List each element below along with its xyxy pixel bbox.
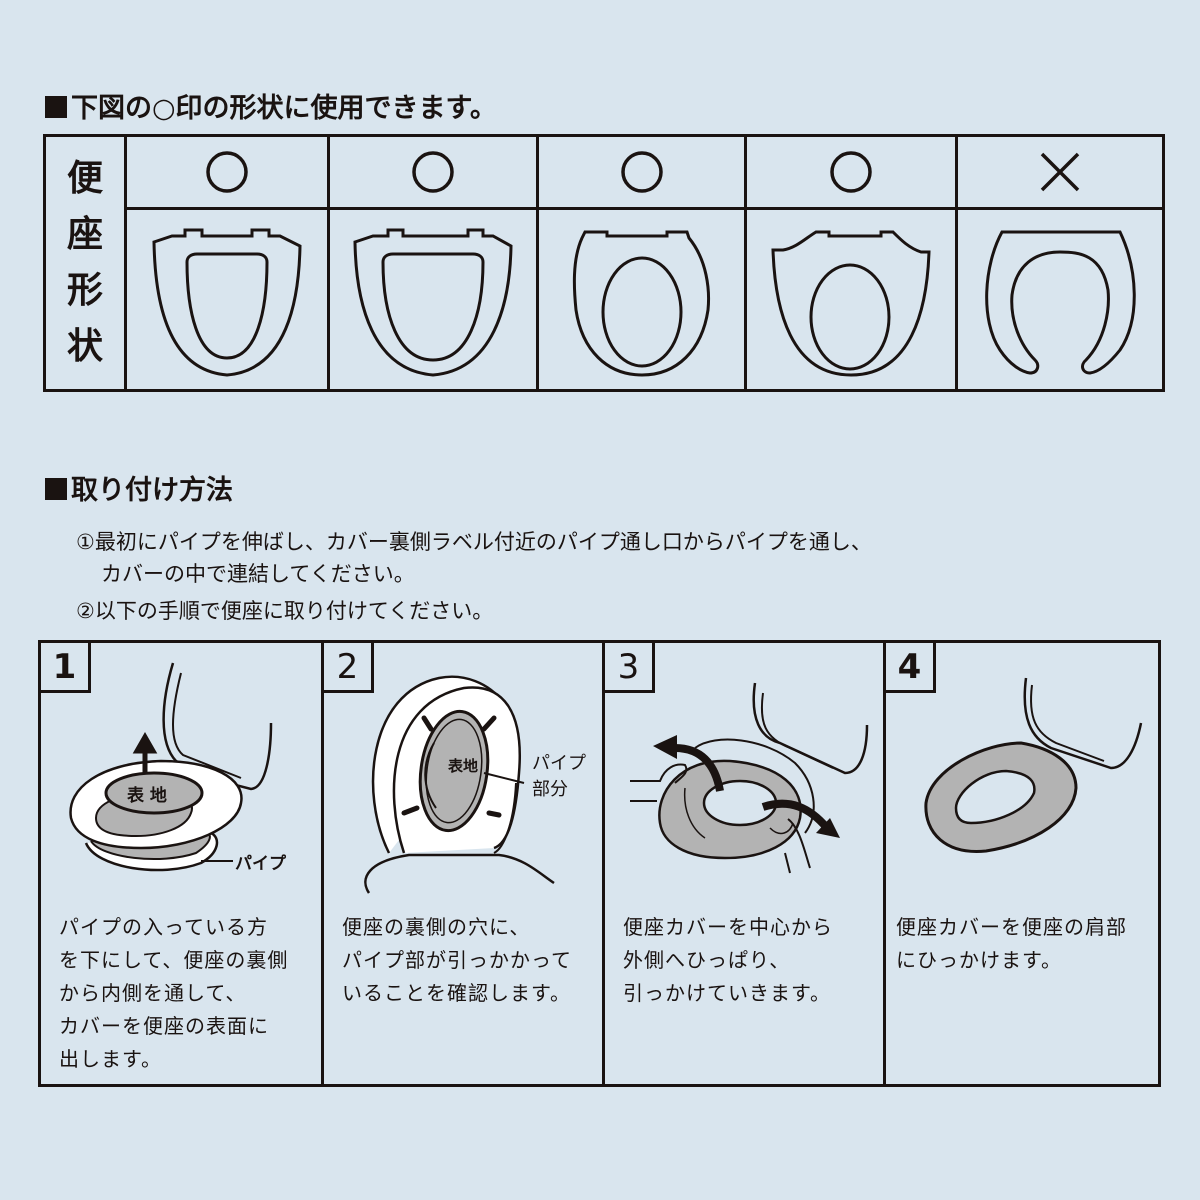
instruction-2: ②以下の手順で便座に取り付けてください。 — [76, 599, 494, 623]
cross-mark-icon — [1040, 152, 1080, 192]
pipe-part-label-1: パイプ — [532, 753, 586, 774]
step-3: 3 便座カバーを中心から 外側へひっぱり、 引っかけていきます。 — [605, 643, 886, 1084]
step-4-illustration — [886, 643, 1158, 903]
seat-shape-rounded-square — [330, 210, 536, 389]
desc-line: パイプ部が引っかかって — [342, 948, 572, 972]
desc-line: カバーを便座の表面に — [59, 1014, 269, 1038]
step-2-illustration: 表地 パイプ 部分 — [324, 643, 602, 903]
pipe-part-label-2: 部分 — [532, 779, 568, 800]
seat-shape-row-label: 便 座 形 状 — [46, 137, 127, 389]
step-1-illustration: 表 地 パイプ — [41, 643, 321, 903]
circle-mark-icon — [412, 151, 454, 193]
desc-line: 出します。 — [59, 1047, 162, 1071]
shape-column-1 — [127, 137, 330, 389]
seat-shape-open-front — [958, 210, 1162, 389]
seat-shape-round-oval — [539, 210, 744, 389]
step-number-badge: 3 — [605, 643, 655, 693]
instruction-1-continued: カバーの中で連結してください。 — [101, 562, 415, 586]
compatible-mark — [127, 137, 327, 210]
circle-mark-icon — [620, 151, 663, 193]
desc-line: 外側へひっぱり、 — [623, 948, 791, 972]
shape-column-3 — [539, 137, 747, 389]
installation-steps: 表 地 パイプ 1 パイプの入っている方 を下にして、便座の裏側 から内側を通し… — [38, 640, 1161, 1087]
step-2: 表地 パイプ 部分 2 便座の裏側の穴に、 パイプ部が引っかかって いることを確… — [324, 643, 605, 1084]
compatible-mark — [747, 137, 955, 210]
circle-mark-icon — [206, 151, 248, 193]
desc-line: 便座カバーを中心から — [623, 915, 833, 939]
surface-label: 表地 — [448, 757, 479, 775]
step-4-description: 便座カバーを便座の肩部 にひっかけます。 — [896, 911, 1148, 977]
desc-line: 便座の裏側の穴に、 — [342, 915, 531, 939]
shape-column-4 — [747, 137, 958, 389]
desc-line: 引っかけていきます。 — [623, 981, 831, 1005]
seat-shape-shouldered-oval — [747, 210, 955, 389]
row-label-char: 座 — [66, 214, 103, 255]
shape-column-5 — [958, 137, 1162, 389]
compatibility-heading: 下図の○印の形状に使用できます。 — [45, 86, 497, 125]
compatibility-heading-text: 下図の○印の形状に使用できます。 — [71, 93, 497, 124]
desc-line: を下にして、便座の裏側 — [59, 948, 289, 972]
step-2-description: 便座の裏側の穴に、 パイプ部が引っかかって いることを確認します。 — [342, 911, 592, 1010]
seat-shape-table: 便 座 形 状 — [43, 134, 1165, 392]
step-3-illustration — [605, 643, 883, 903]
installation-heading: 取り付け方法 — [45, 468, 233, 507]
step-4: 4 便座カバーを便座の肩部 にひっかけます。 — [886, 643, 1158, 1084]
surface-label: 表 地 — [127, 786, 167, 806]
step-number-badge: 2 — [324, 643, 374, 693]
shape-column-2 — [330, 137, 539, 389]
compatible-mark — [330, 137, 536, 210]
circle-mark-icon — [830, 151, 872, 193]
step-3-description: 便座カバーを中心から 外側へひっぱり、 引っかけていきます。 — [623, 911, 873, 1010]
pipe-label: パイプ — [235, 854, 286, 874]
desc-line: いることを確認します。 — [342, 981, 571, 1005]
compatible-mark — [539, 137, 744, 210]
step-1-description: パイプの入っている方 を下にして、便座の裏側 から内側を通して、 カバーを便座の… — [59, 911, 311, 1076]
row-label-char: 形 — [66, 270, 103, 311]
row-label-char: 便 — [66, 158, 103, 199]
step-number-badge: 1 — [41, 643, 91, 693]
step-number-badge: 4 — [886, 643, 936, 693]
row-label-char: 状 — [66, 326, 103, 367]
desc-line: 便座カバーを便座の肩部 — [896, 915, 1127, 939]
instruction-1: ①最初にパイプを伸ばし、カバー裏側ラベル付近のパイプ通し口からパイプを通し、 — [76, 530, 872, 554]
incompatible-mark — [958, 137, 1162, 210]
desc-line: から内側を通して、 — [59, 981, 247, 1005]
step-1: 表 地 パイプ 1 パイプの入っている方 を下にして、便座の裏側 から内側を通し… — [41, 643, 324, 1084]
seat-shape-elongated-square — [127, 210, 327, 389]
square-bullet-icon — [45, 96, 67, 118]
desc-line: パイプの入っている方 — [59, 915, 268, 939]
desc-line: にひっかけます。 — [896, 948, 1062, 972]
installation-heading-text: 取り付け方法 — [71, 475, 233, 506]
square-bullet-icon — [45, 478, 67, 500]
